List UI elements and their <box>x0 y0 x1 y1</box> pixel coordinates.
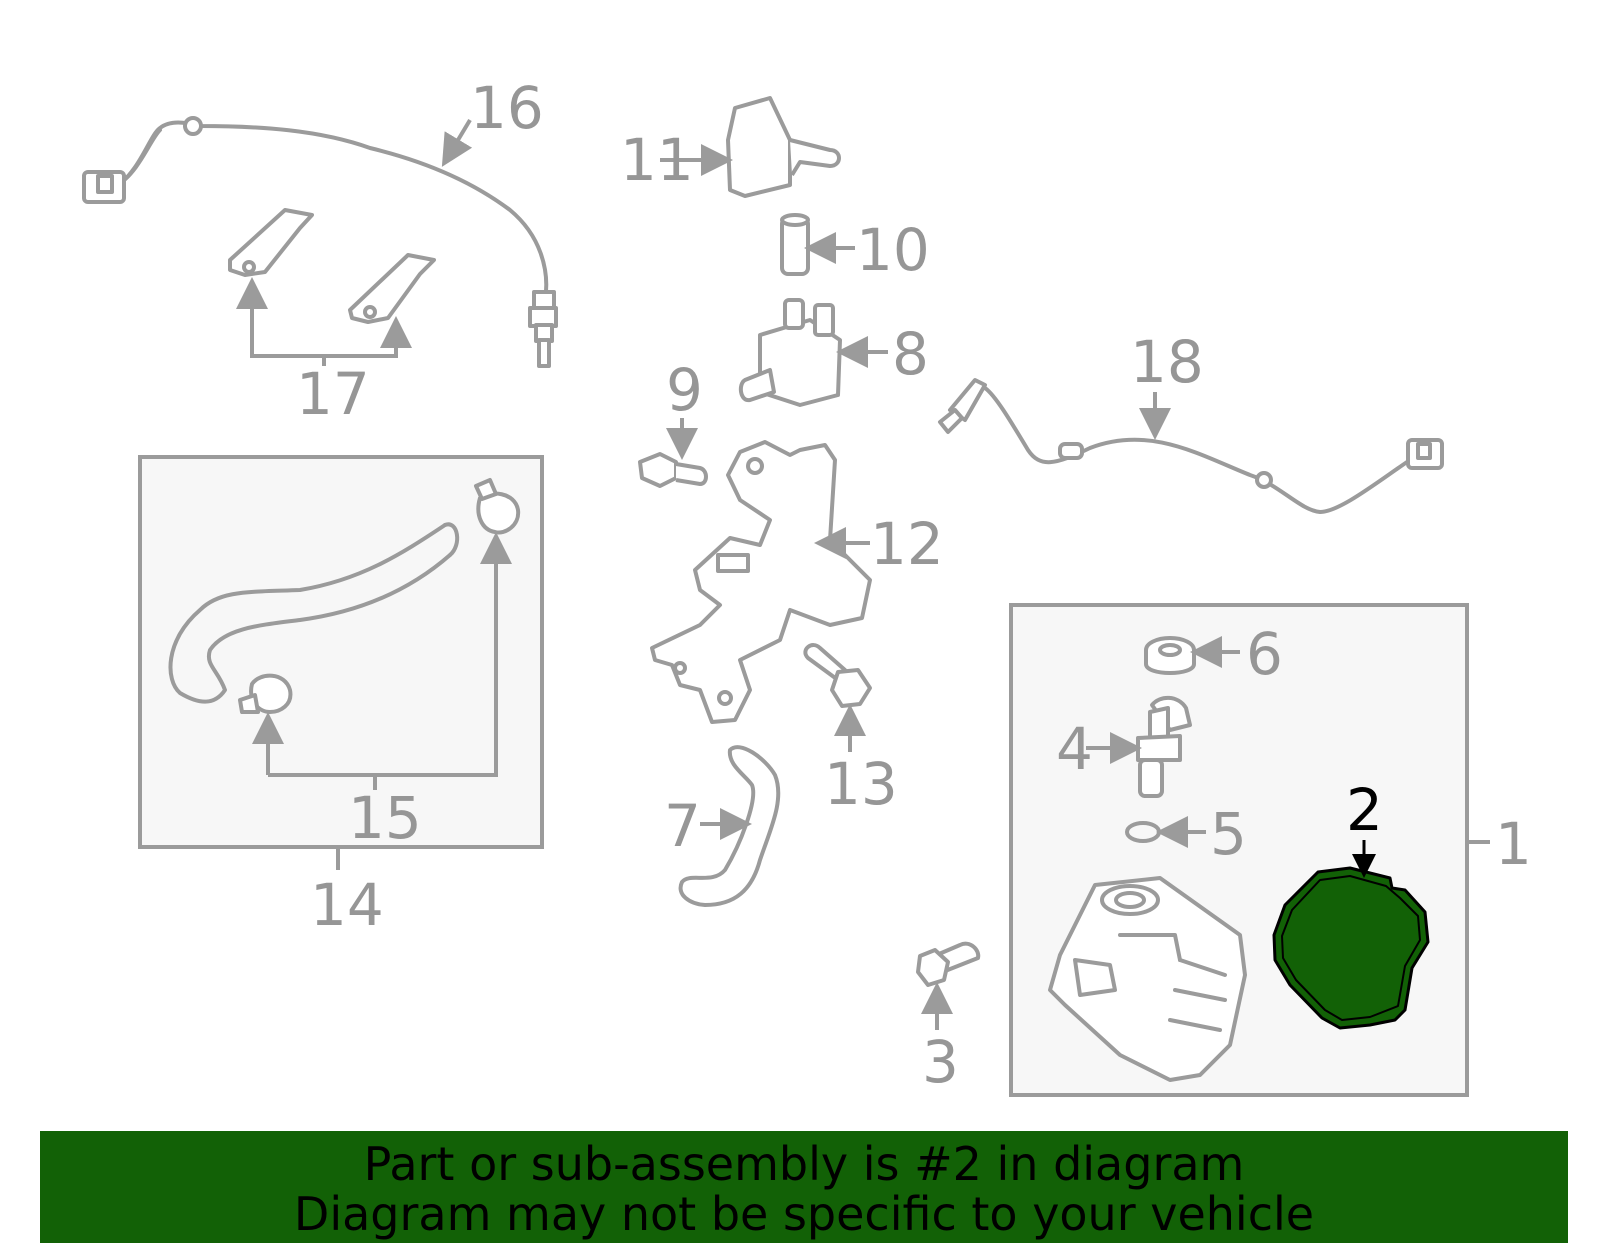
callout-18: 18 <box>1130 328 1204 396</box>
callout-11: 11 <box>620 126 694 194</box>
callout-6: 6 <box>1246 620 1283 688</box>
part-2-cover-highlighted <box>1272 840 1430 1030</box>
part-15-hose <box>168 478 521 790</box>
part-10-spacer <box>780 213 855 276</box>
part-13-bolt <box>803 643 872 752</box>
banner-line-2: Diagram may not be specific to your vehi… <box>293 1187 1315 1241</box>
info-banner: Part or sub-assembly is #2 in diagram Di… <box>40 1131 1568 1243</box>
part-17-brackets <box>228 208 436 366</box>
part-12-bracket <box>650 440 872 724</box>
callout-13: 13 <box>824 750 898 818</box>
part-3-bolt <box>916 941 981 1030</box>
part-1-housing <box>1048 876 1247 1082</box>
callout-9: 9 <box>666 356 703 424</box>
part-8-solenoid <box>738 298 888 407</box>
callout-14: 14 <box>310 871 384 939</box>
callout-2: 2 <box>1346 776 1383 844</box>
callout-7: 7 <box>664 792 701 860</box>
part-11-valve <box>660 96 841 198</box>
callout-17: 17 <box>296 360 370 428</box>
callout-5: 5 <box>1210 800 1247 868</box>
banner-line-1: Part or sub-assembly is #2 in diagram <box>363 1137 1245 1191</box>
callout-1: 1 <box>1495 810 1532 878</box>
part-4-valve <box>1086 695 1192 798</box>
hose-group-box <box>138 455 544 849</box>
part-5-o-ring <box>1125 816 1206 848</box>
callout-3: 3 <box>922 1028 959 1096</box>
part-16-oxygen-sensor <box>82 116 558 368</box>
part-7-hose <box>678 745 781 907</box>
callout-4: 4 <box>1056 715 1093 783</box>
callout-8: 8 <box>892 320 929 388</box>
callout-16: 16 <box>470 74 544 142</box>
part-9-bolt <box>638 418 708 488</box>
part-6-grommet <box>1144 636 1240 675</box>
callout-12: 12 <box>870 510 944 578</box>
part-18-oxygen-sensor <box>938 378 1444 514</box>
callout-15: 15 <box>348 784 422 852</box>
callout-10: 10 <box>856 216 930 284</box>
